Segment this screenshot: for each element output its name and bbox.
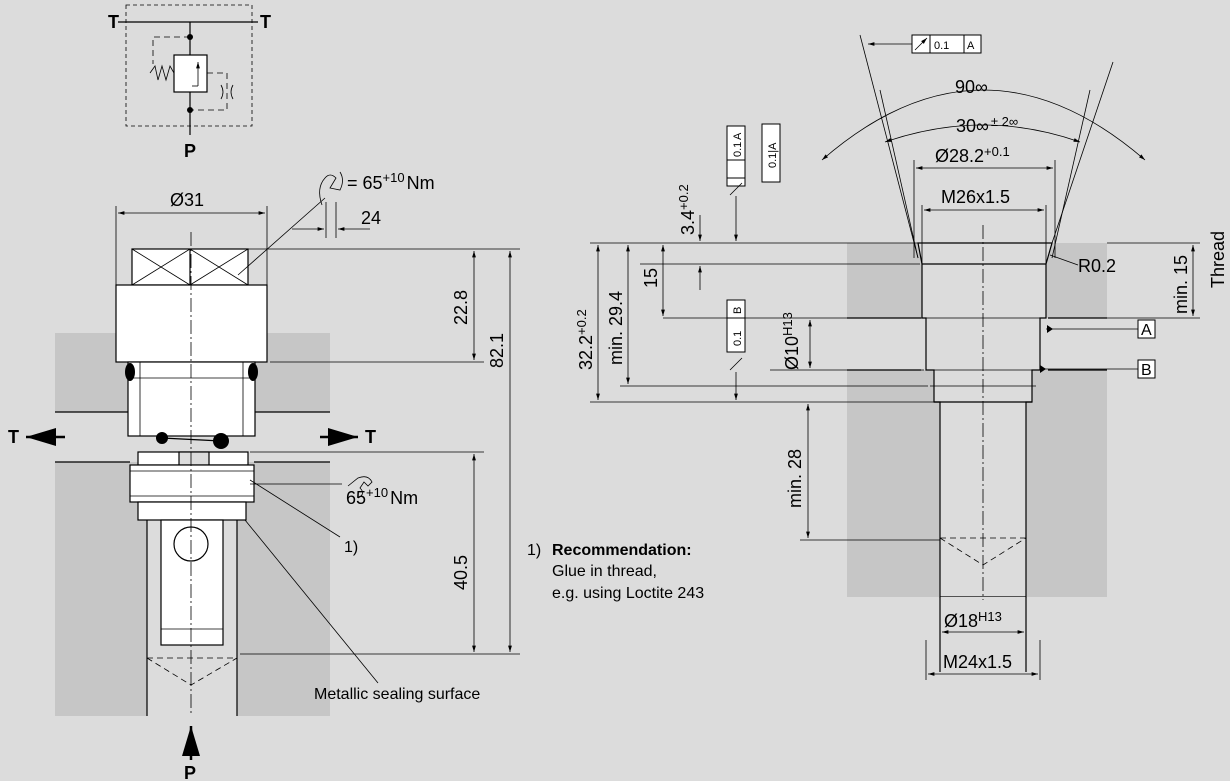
datum-b: B	[1141, 362, 1152, 379]
thread-m26: M26x1.5	[941, 187, 1010, 207]
tol-b-value: 0.1	[732, 331, 744, 346]
symbol-valve-box	[173, 54, 208, 93]
dim-22-8: 22.8	[451, 290, 471, 325]
symbol-pilot-line	[152, 36, 190, 64]
recommendation-note: 1) Recommendation: Glue in thread, e.g. …	[527, 542, 704, 602]
footnote-ref: 1)	[344, 539, 358, 556]
dim-15: 15	[641, 268, 661, 288]
wrench-size-24: 24	[361, 208, 381, 228]
tol-b-datum: B	[732, 307, 744, 314]
right-view: A B 90∞ 30∞± 2∞ 0.1 A Ø28.2+0.1 M26x1.5 …	[574, 34, 1228, 680]
tol-top-value: 0.1	[934, 40, 949, 52]
thread-m24: M24x1.5	[943, 652, 1012, 672]
angle-arc-90	[821, 89, 1146, 161]
dia-28: Ø28.2+0.1	[935, 144, 1010, 166]
symbol-spring	[149, 64, 175, 82]
sealing-label: Metallic sealing surface	[314, 686, 480, 703]
wrench-icon-top	[319, 171, 343, 206]
datum-a: A	[1141, 322, 1152, 339]
left-port-t-left: T	[8, 427, 19, 447]
left-port-p: P	[184, 763, 196, 781]
wrench-icon-bottom	[347, 476, 373, 499]
valve-lock-nut	[129, 464, 255, 503]
min-28: min. 28	[785, 449, 805, 508]
angle-90: 90∞	[955, 77, 988, 97]
radius: R0.2	[1078, 256, 1116, 276]
tol-a-value: 0.1	[732, 142, 744, 157]
valve-collar	[115, 284, 268, 363]
dim-32-2: 32.2+0.2	[574, 309, 596, 370]
o-ring-right	[248, 363, 258, 381]
note-line-1: Glue in thread,	[552, 563, 657, 580]
symbol-port-t-left: T	[108, 12, 119, 32]
note-line-2: e.g. using Loctite 243	[552, 585, 704, 602]
hydraulic-symbol: T T P	[108, 4, 271, 161]
dim-82-1: 82.1	[487, 333, 507, 368]
thread-label: Thread	[1208, 231, 1228, 288]
min-15: min. 15	[1171, 255, 1191, 314]
note-title: Recommendation:	[552, 542, 692, 559]
dim-40-5: 40.5	[451, 555, 471, 590]
valve-body	[127, 361, 256, 437]
tol-top-datum: A	[967, 40, 975, 52]
o-ring-left	[125, 363, 135, 381]
dia-10: Ø10H13	[780, 312, 802, 370]
tol-a-datum: A	[732, 132, 744, 140]
symbol-drain-line	[190, 72, 228, 111]
symbol-orifice	[220, 84, 234, 100]
dim-29-4: min. 29.4	[606, 291, 626, 365]
angle-30: 30∞± 2∞	[956, 114, 1018, 136]
dia-18: Ø18H13	[944, 609, 1002, 631]
dim-3-4: 3.4+0.2	[676, 184, 698, 235]
tol-a2: 0.1|A	[767, 142, 779, 168]
symbol-frame	[125, 4, 253, 127]
left-port-t-right: T	[365, 427, 376, 447]
symbol-port-p: P	[184, 141, 196, 161]
note-marker: 1)	[527, 542, 541, 559]
symbol-port-t-right: T	[260, 12, 271, 32]
angle-arc-30	[884, 124, 1081, 143]
dim-diameter-31: Ø31	[170, 190, 204, 210]
